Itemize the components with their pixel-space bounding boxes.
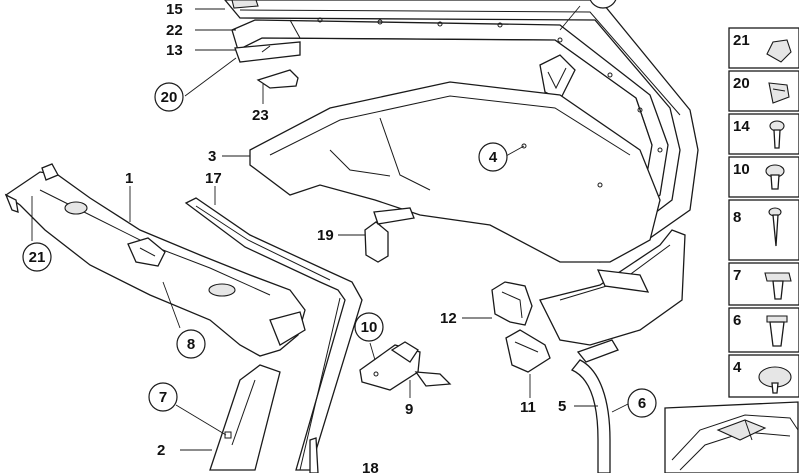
- label-5: 5: [558, 398, 566, 415]
- svg-text:8: 8: [187, 336, 195, 353]
- label-18: 18: [362, 460, 379, 473]
- part-18-stub: [309, 437, 319, 473]
- label-1: 1: [125, 170, 133, 187]
- spring-clip-icon: [768, 82, 790, 104]
- label-17: 17: [205, 170, 222, 187]
- windshield-frame: [4, 163, 306, 357]
- callout-8: 8: [176, 329, 206, 359]
- lower-trim: [539, 229, 686, 346]
- label-23: 23: [252, 107, 269, 124]
- label-3: 3: [208, 148, 216, 165]
- side-label-4: 4: [733, 359, 742, 376]
- push-clip-icon: [764, 272, 792, 300]
- a-pillar-trim: [209, 364, 281, 471]
- label-13: 13: [166, 42, 183, 59]
- label-11: 11: [520, 399, 536, 416]
- label-2: 2: [157, 442, 165, 459]
- label-9: 9: [405, 401, 413, 418]
- leader-lines: [31, 5, 629, 451]
- svg-text:20: 20: [161, 89, 178, 106]
- expansion-nut-icon: [766, 315, 788, 347]
- callout-10: 10: [354, 312, 384, 342]
- label-12: 12: [440, 310, 457, 327]
- rear-trim-panel: [249, 81, 661, 263]
- callout-7: 7: [148, 382, 178, 412]
- screw-icon: [769, 120, 785, 149]
- callout-4: 4: [478, 142, 508, 172]
- svg-text:4: 4: [489, 149, 498, 166]
- hardware-panel: 21 20 14 10: [728, 27, 799, 398]
- clip-nut-icon: [766, 39, 792, 63]
- bracket-19: [364, 207, 415, 263]
- expanding-rivet-icon: [765, 164, 785, 190]
- side-label-7: 7: [733, 267, 741, 284]
- side-label-20: 20: [733, 75, 750, 92]
- seal-strip-5: [570, 339, 619, 473]
- callout-6: 6: [627, 388, 657, 418]
- label-19: 19: [317, 227, 334, 244]
- hinge-9: [359, 341, 452, 391]
- callout-top-partial: [589, 0, 617, 9]
- callout-21: 21: [22, 242, 52, 272]
- wood-screw-icon: [768, 207, 782, 247]
- label-15: 15: [166, 1, 183, 18]
- side-label-21: 21: [733, 32, 750, 49]
- side-label-8: 8: [733, 209, 741, 226]
- mushroom-rivet-icon: [758, 366, 792, 394]
- svg-text:7: 7: [159, 389, 167, 406]
- car-location-thumbnail: [664, 401, 799, 473]
- bracket-12: [491, 281, 533, 326]
- svg-text:10: 10: [361, 319, 378, 336]
- callout-20: 20: [154, 82, 184, 112]
- side-label-10: 10: [733, 161, 750, 178]
- label-22: 22: [166, 22, 183, 39]
- svg-text:6: 6: [638, 395, 646, 412]
- side-label-6: 6: [733, 312, 741, 329]
- svg-text:21: 21: [29, 249, 46, 266]
- side-label-14: 14: [733, 118, 750, 135]
- bracket-11: [505, 329, 551, 373]
